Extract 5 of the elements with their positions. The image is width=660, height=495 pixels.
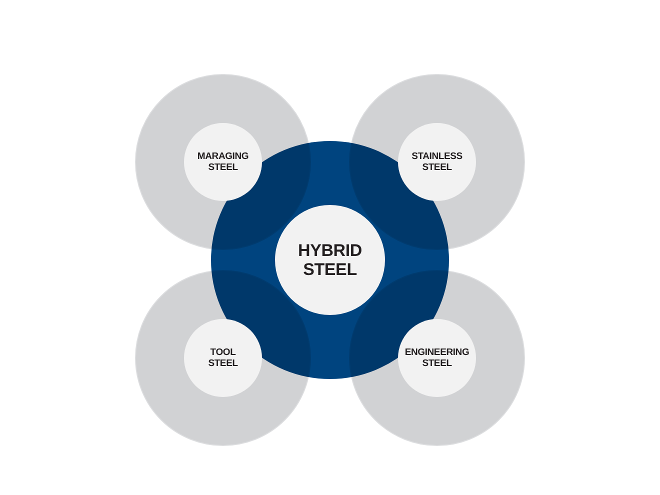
steel-type-label: TOOL STEEL (208, 347, 238, 369)
steel-type-label: MARAGING STEEL (197, 151, 249, 173)
steel-type-label: ENGINEERING STEEL (404, 347, 470, 369)
steel-type-label: STAINLESS STEEL (412, 151, 462, 173)
steel-type-label: HYBRID STEEL (298, 241, 362, 279)
